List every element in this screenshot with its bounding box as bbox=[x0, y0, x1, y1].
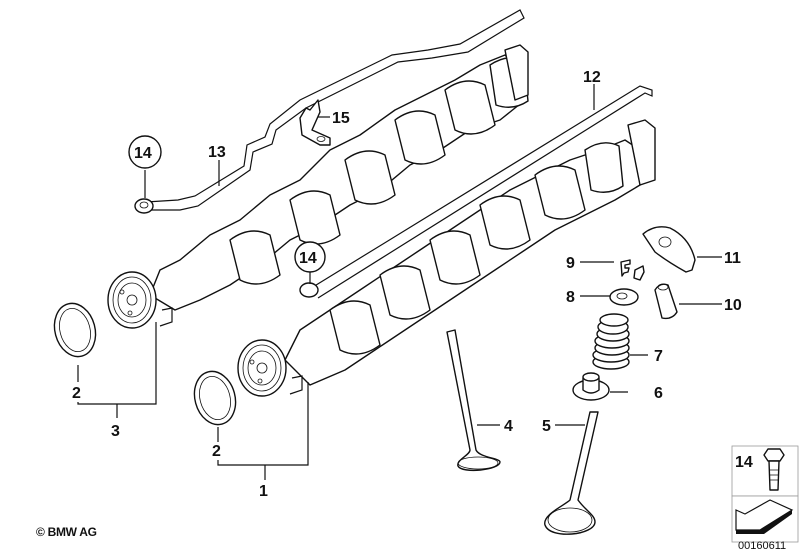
callout-15[interactable]: 15 bbox=[332, 110, 350, 127]
legend-box: 14 bbox=[731, 445, 799, 543]
callout-14-upper[interactable]: 14 bbox=[128, 135, 162, 169]
cam-flange-upper bbox=[107, 271, 157, 329]
banjo-fitting-lower bbox=[299, 282, 319, 298]
arrow-icon bbox=[735, 499, 794, 534]
callout-10[interactable]: 10 bbox=[724, 297, 742, 314]
callout-4[interactable]: 4 bbox=[504, 418, 513, 435]
callout-labels: 2 3 2 1 4 5 6 7 8 9 10 11 12 13 15 14 14 bbox=[72, 69, 742, 500]
legend-bolt-label: 14 bbox=[735, 454, 753, 471]
cam-flange-lower bbox=[237, 339, 287, 397]
banjo-fitting-upper bbox=[134, 198, 154, 214]
callout-11[interactable]: 11 bbox=[724, 250, 741, 267]
callout-5[interactable]: 5 bbox=[542, 418, 551, 435]
camshaft-upper[interactable] bbox=[107, 44, 529, 329]
intake-valve[interactable] bbox=[446, 329, 501, 472]
callout-12[interactable]: 12 bbox=[583, 69, 601, 86]
oil-pipe-lower[interactable] bbox=[299, 85, 653, 299]
callout-14-lower-text: 14 bbox=[299, 250, 317, 267]
valve-spring[interactable] bbox=[592, 313, 630, 370]
callout-1[interactable]: 1 bbox=[259, 483, 268, 500]
camshaft-lower[interactable] bbox=[237, 119, 656, 397]
valve-collet[interactable] bbox=[620, 259, 645, 281]
bolt-icon bbox=[763, 448, 785, 491]
seal-ring-left[interactable] bbox=[49, 299, 102, 362]
bracket[interactable] bbox=[299, 99, 331, 146]
leader-lines bbox=[77, 84, 722, 480]
exhaust-valve[interactable] bbox=[544, 411, 599, 535]
callout-2-left[interactable]: 2 bbox=[72, 385, 81, 402]
document-number: 00160611 bbox=[738, 540, 787, 552]
seal-ring-right[interactable] bbox=[189, 367, 242, 430]
valve-stem-seal[interactable] bbox=[572, 372, 610, 401]
callout-9[interactable]: 9 bbox=[566, 255, 575, 272]
copyright-text: © BMW AG bbox=[36, 525, 97, 539]
callout-6[interactable]: 6 bbox=[654, 385, 663, 402]
rocker-arm[interactable] bbox=[642, 226, 696, 273]
oil-pipe-upper[interactable] bbox=[134, 9, 525, 214]
hydraulic-lifter[interactable] bbox=[654, 283, 678, 320]
callout-2-right[interactable]: 2 bbox=[212, 443, 221, 460]
callout-7[interactable]: 7 bbox=[654, 348, 663, 365]
callout-14-upper-text: 14 bbox=[134, 145, 152, 162]
callout-13[interactable]: 13 bbox=[208, 144, 226, 161]
callout-8[interactable]: 8 bbox=[566, 289, 575, 306]
spring-retainer[interactable] bbox=[609, 288, 639, 306]
callout-14-lower[interactable]: 14 bbox=[294, 241, 326, 273]
callout-3[interactable]: 3 bbox=[111, 423, 120, 440]
